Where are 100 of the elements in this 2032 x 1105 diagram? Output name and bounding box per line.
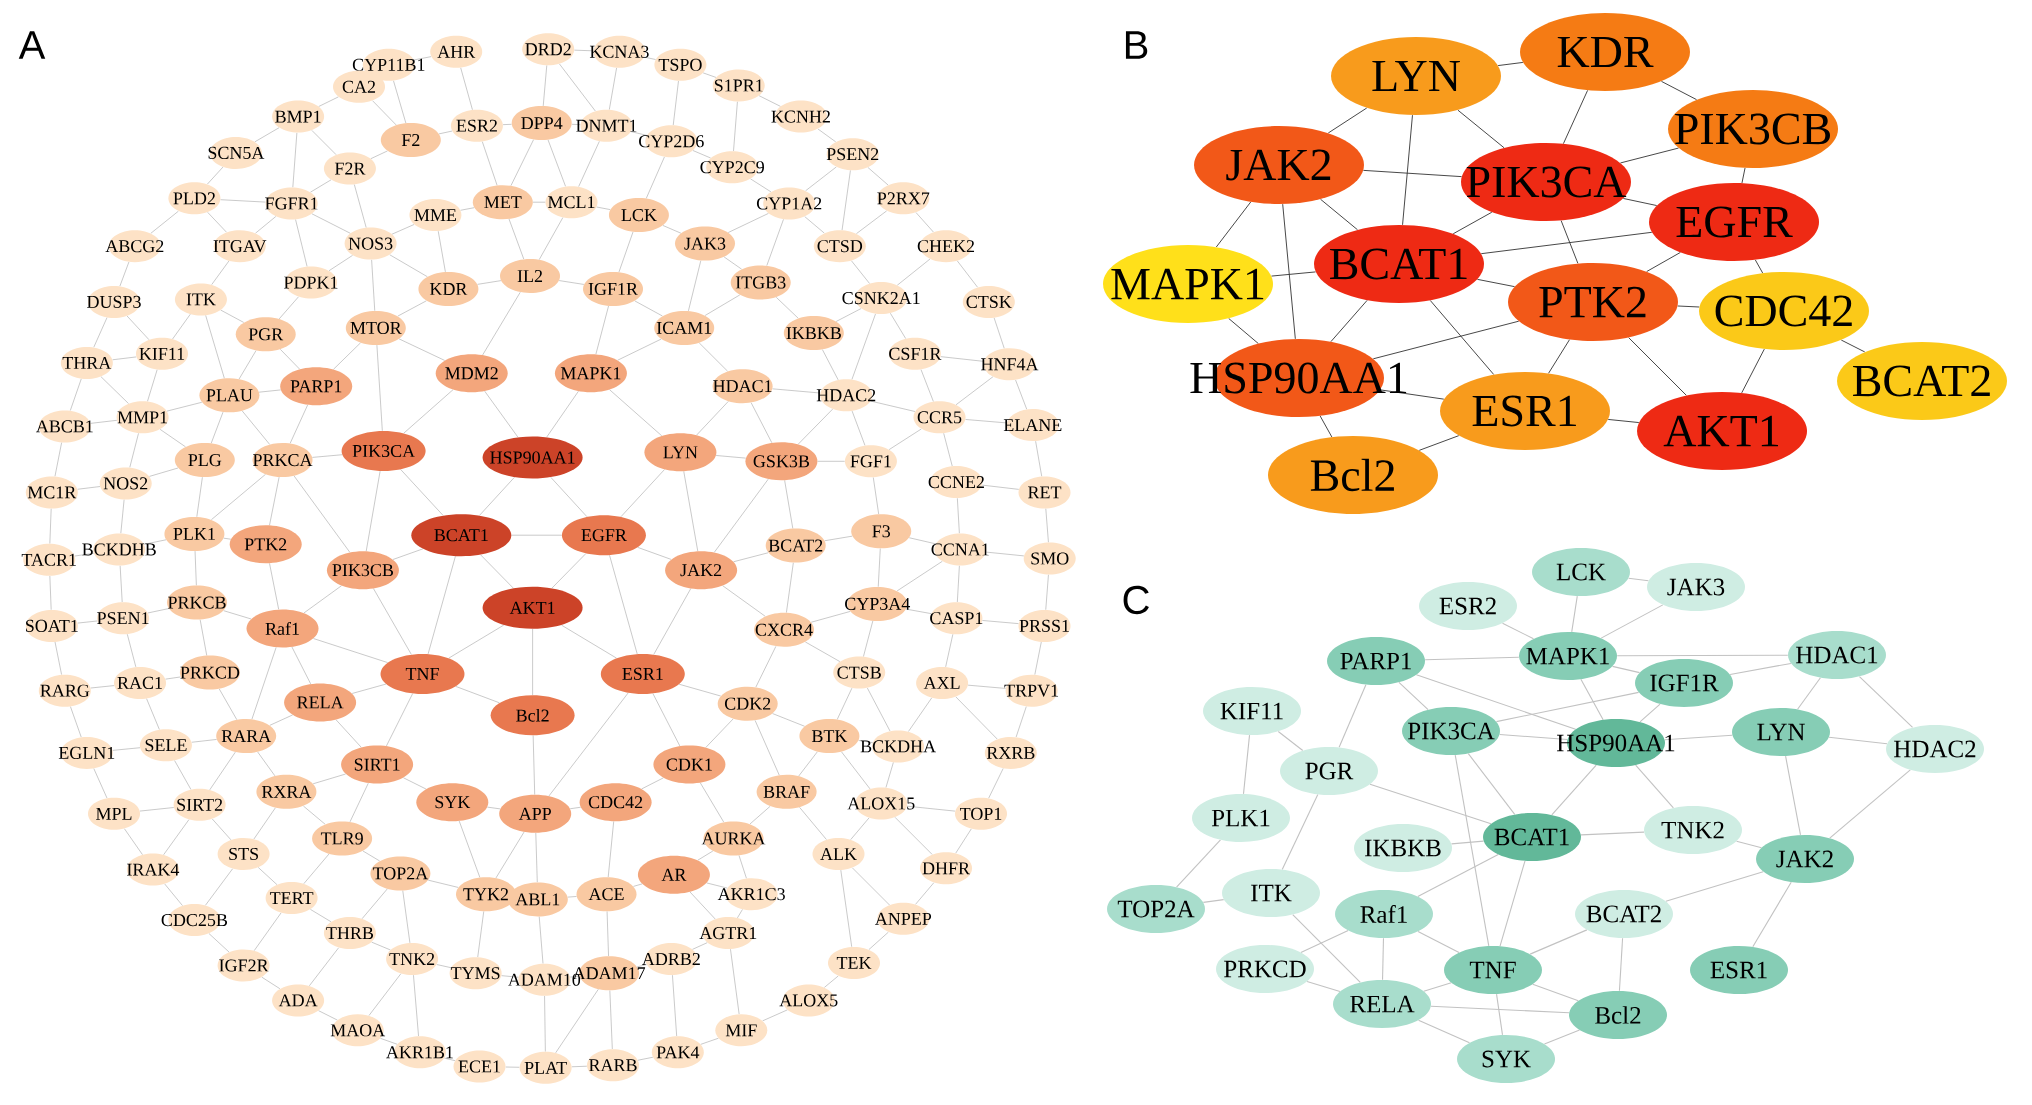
gene-node: PTK2 xyxy=(229,525,302,564)
network-edge xyxy=(146,698,160,730)
network-edge xyxy=(1551,764,1597,816)
network-edge xyxy=(303,853,330,885)
gene-node: RARG xyxy=(38,674,91,707)
gene-node: KDR xyxy=(418,272,479,306)
network-edge xyxy=(863,620,874,657)
gene-node: CCNE2 xyxy=(928,466,984,499)
gene-node: BRAF xyxy=(756,774,817,809)
network-edge xyxy=(1497,61,1524,66)
network-edge xyxy=(251,647,277,720)
network-edge xyxy=(532,735,536,795)
network-edge xyxy=(191,739,217,743)
gene-node: PTK2 xyxy=(1508,263,1678,341)
gene-node: ITK xyxy=(1222,869,1320,917)
network-edge xyxy=(1495,691,1640,723)
network-edge xyxy=(772,388,821,394)
network-edge xyxy=(1015,379,1028,410)
gene-node: PSEN2 xyxy=(826,138,879,171)
gene-node: PLG xyxy=(174,443,235,478)
network-edge xyxy=(749,805,771,825)
network-edge xyxy=(993,317,1005,349)
network-edge xyxy=(278,296,299,320)
network-edge xyxy=(715,455,747,459)
gene-node: AKT1 xyxy=(1637,392,1807,470)
network-edge xyxy=(1661,80,1698,101)
network-edge xyxy=(310,909,332,923)
gene-node: PIK3CB xyxy=(1668,90,1838,168)
gene-node: RARA xyxy=(216,719,277,754)
network-edge xyxy=(955,376,994,406)
network-edge xyxy=(436,964,452,969)
network-edge xyxy=(211,473,266,521)
network-edge xyxy=(279,348,300,370)
gene-node: AGTR1 xyxy=(699,917,757,950)
gene-node: AXL xyxy=(916,666,969,699)
gene-node: TNF xyxy=(1444,946,1542,994)
gene-node: TNF xyxy=(380,653,465,694)
network-edge xyxy=(484,390,519,438)
gene-node: TNK2 xyxy=(1644,806,1742,854)
network-edge xyxy=(54,641,62,675)
network-edge xyxy=(872,477,880,515)
gene-node: CASP1 xyxy=(930,602,983,635)
network-edge xyxy=(479,476,515,516)
gene-node: PRKCB xyxy=(167,585,227,620)
gene-node: CTSK xyxy=(962,285,1015,318)
network-edge xyxy=(1607,419,1640,423)
network-edge xyxy=(1338,684,1367,748)
network-edge xyxy=(1045,574,1049,611)
network-edge xyxy=(351,683,387,694)
network-edge xyxy=(1665,871,1764,902)
network-edge xyxy=(877,548,881,588)
gene-node: CA2 xyxy=(333,70,385,103)
network-edge xyxy=(129,432,139,468)
network-edge xyxy=(292,132,298,188)
network-edge xyxy=(291,646,312,685)
gene-node: MPL xyxy=(88,797,140,830)
network-edge xyxy=(700,1037,719,1045)
network-edge xyxy=(210,411,224,444)
network-edge xyxy=(373,588,412,655)
network-edge xyxy=(258,389,282,393)
gene-node: PRSS1 xyxy=(1018,609,1071,642)
network-edge xyxy=(920,369,934,402)
network-edge xyxy=(908,697,933,732)
network-edge xyxy=(376,344,383,432)
network-edge xyxy=(1785,755,1801,836)
network-edge xyxy=(940,356,985,362)
network-edge xyxy=(511,534,563,536)
network-edge xyxy=(888,428,922,451)
network-edge xyxy=(569,975,580,978)
network-edge xyxy=(335,719,362,748)
network-edge xyxy=(697,850,714,861)
network-edge xyxy=(372,100,397,126)
node-label: ABL1 xyxy=(515,893,560,906)
gene-node: P2RX7 xyxy=(877,182,930,215)
network-edge xyxy=(915,882,935,905)
network-edge xyxy=(1242,734,1251,795)
network-edge xyxy=(1580,678,1604,721)
gene-node: LYN xyxy=(1331,37,1501,115)
network-edge xyxy=(123,828,143,856)
network-edge xyxy=(1369,783,1492,825)
network-edge xyxy=(1501,622,1535,640)
gene-node: ICAM1 xyxy=(654,310,715,345)
network-edge xyxy=(196,476,203,518)
gene-node: ESR2 xyxy=(450,109,503,142)
gene-node: SOAT1 xyxy=(25,609,78,642)
network-edge xyxy=(293,475,351,553)
gene-node: ADA xyxy=(272,984,325,1017)
network-edge xyxy=(868,931,889,950)
network-edge xyxy=(1382,937,1385,981)
gene-node: ESR1 xyxy=(600,653,685,694)
network-edge xyxy=(349,782,369,823)
gene-node: LCK xyxy=(1532,548,1630,596)
network-edge xyxy=(1271,271,1316,277)
network-edge xyxy=(1543,1029,1581,1045)
gene-node: ITGB3 xyxy=(730,265,791,300)
network-edge xyxy=(633,883,643,887)
network-edge xyxy=(365,470,381,552)
network-edge xyxy=(758,95,781,107)
network-edge xyxy=(1618,937,1624,992)
gene-node: CCR5 xyxy=(913,401,966,434)
